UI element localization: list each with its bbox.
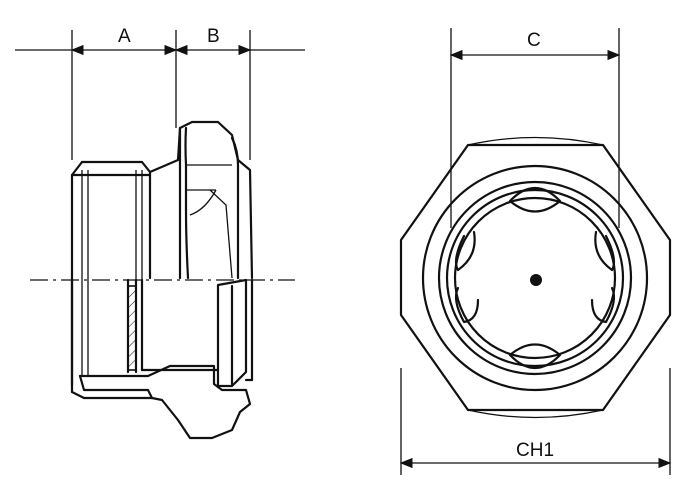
dimension-ch1-line bbox=[399, 368, 672, 475]
front-view: C CH1 bbox=[399, 28, 672, 475]
section-lower-half bbox=[70, 278, 254, 440]
dimension-b-label: B bbox=[207, 26, 220, 47]
sight-ring-inner bbox=[445, 188, 625, 368]
hex-head bbox=[148, 120, 254, 280]
dimension-ch1-label: CH1 bbox=[516, 440, 554, 461]
side-view: A B bbox=[15, 26, 305, 440]
dimension-a-label: A bbox=[118, 26, 131, 47]
sight-glass bbox=[453, 196, 617, 360]
threaded-shank bbox=[70, 160, 152, 387]
center-dot bbox=[530, 274, 542, 286]
reflector-lobes bbox=[454, 187, 616, 369]
outer-flange-circle bbox=[421, 164, 649, 392]
dimension-c-line bbox=[449, 28, 621, 228]
sight-ring-outer bbox=[437, 180, 633, 376]
dimension-c-label: C bbox=[527, 30, 541, 51]
dimension-a-b-line bbox=[15, 30, 305, 160]
